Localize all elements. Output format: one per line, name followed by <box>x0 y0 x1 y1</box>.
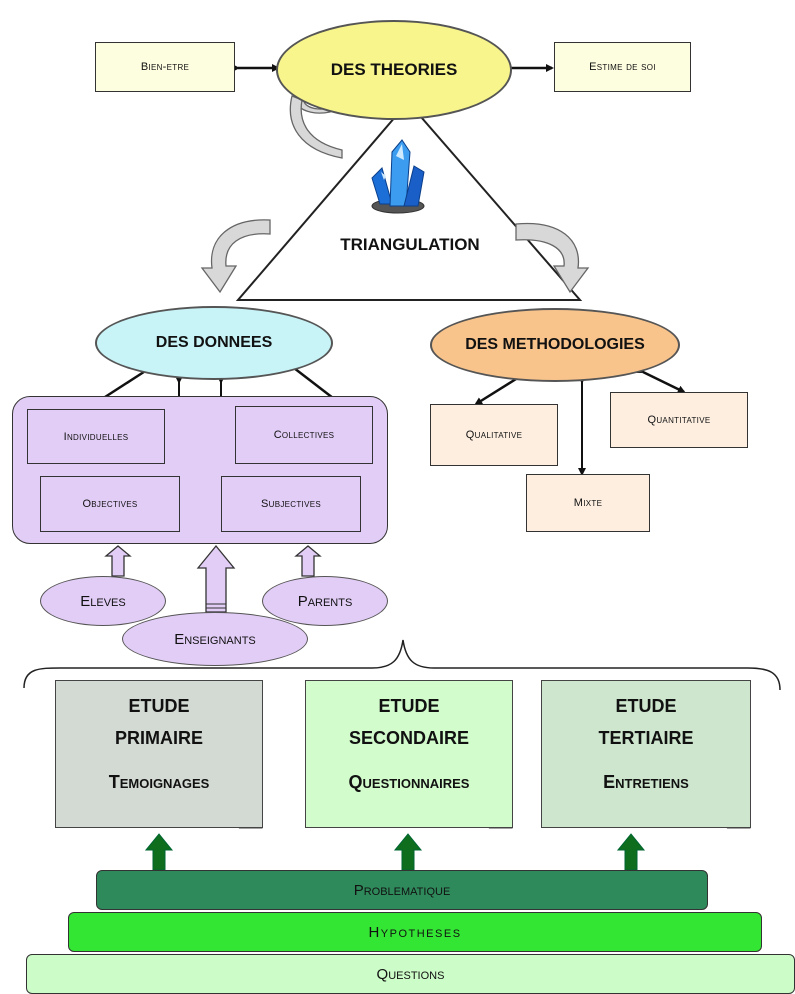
parents-label: Parents <box>297 592 353 610</box>
individuelles-box: Individuelles <box>27 409 165 464</box>
up-arrow-tertiaire <box>616 833 646 871</box>
objectives-box: Objectives <box>40 476 180 532</box>
curved-arrow-top-body <box>289 95 343 159</box>
block-arrow-eleves <box>104 545 132 577</box>
study-secondaire-line1: ETUDE <box>378 696 440 716</box>
study-secondaire-line2: SECONDAIRE <box>348 728 469 748</box>
bien-etre-box: Bien-etre <box>95 42 235 92</box>
donnees-label: DES DONNEES <box>155 334 273 351</box>
up-arrow-secondaire <box>393 833 423 871</box>
objectives-label: Objectives <box>82 498 138 510</box>
theories-ellipse: DES THEORIES <box>276 20 512 120</box>
enseignants-label: Enseignants <box>174 630 256 648</box>
study-tertiaire-line2: TERTIAIRE <box>598 728 694 748</box>
eleves-label: Eleves <box>80 592 126 610</box>
study-secondaire-line3: Questionnaires <box>348 772 470 792</box>
methodologies-ellipse: DES METHODOLOGIES <box>430 308 680 382</box>
qualitative-label: Qualitative <box>465 429 523 441</box>
mixte-box: Mixte <box>526 474 650 532</box>
curly-brace <box>23 639 781 691</box>
qualitative-box: Qualitative <box>430 404 558 466</box>
study-primaire-line2: PRIMAIRE <box>114 728 203 748</box>
arrow-quantitative <box>635 365 686 394</box>
study-primaire-line3: Temoignages <box>108 772 210 792</box>
collectives-label: Collectives <box>273 429 335 441</box>
mixte-label: Mixte <box>573 497 603 509</box>
estime-de-soi-box: Estime de soi <box>554 42 691 92</box>
study-primaire: ETUDE PRIMAIRE Temoignages <box>55 680 263 828</box>
hypotheses-bar: Hypotheses <box>68 912 762 952</box>
theories-label: DES THEORIES <box>330 60 458 79</box>
eleves-ellipse: Eleves <box>40 576 166 626</box>
estime-de-soi-label: Estime de soi <box>589 61 656 73</box>
curved-arrow-left <box>200 219 271 294</box>
quantitative-label: Quantitative <box>647 414 711 426</box>
bien-etre-label: Bien-etre <box>140 61 190 73</box>
study-secondaire: ETUDE SECONDAIRE Questionnaires <box>305 680 513 828</box>
up-arrow-primaire <box>144 833 174 871</box>
study-primaire-line1: ETUDE <box>128 696 190 716</box>
subjectives-label: Subjectives <box>261 498 321 510</box>
triangulation-label: TRIANGULATION <box>340 235 480 254</box>
enseignants-ellipse: Enseignants <box>122 612 308 666</box>
hypotheses-label: Hypotheses <box>368 923 462 941</box>
subjectives-box: Subjectives <box>221 476 361 532</box>
questions-bar: Questions <box>26 954 795 994</box>
methodologies-label: DES METHODOLOGIES <box>465 336 645 353</box>
study-tertiaire-line3: Entretiens <box>603 772 689 792</box>
individuelles-label: Individuelles <box>63 430 129 443</box>
quantitative-box: Quantitative <box>610 392 748 448</box>
study-tertiaire: ETUDE TERTIAIRE Entretiens <box>541 680 751 828</box>
parents-ellipse: Parents <box>262 576 388 626</box>
block-arrow-parents <box>294 545 322 577</box>
study-tertiaire-line1: ETUDE <box>615 696 677 716</box>
problematique-label: Problematique <box>353 881 451 899</box>
block-arrow-enseignants <box>196 544 236 613</box>
problematique-bar: Problematique <box>96 870 708 910</box>
questions-label: Questions <box>376 965 445 983</box>
collectives-box: Collectives <box>235 406 373 464</box>
crystal-icon <box>371 139 425 214</box>
curved-arrow-right <box>515 222 590 294</box>
donnees-ellipse: DES DONNEES <box>95 306 333 380</box>
